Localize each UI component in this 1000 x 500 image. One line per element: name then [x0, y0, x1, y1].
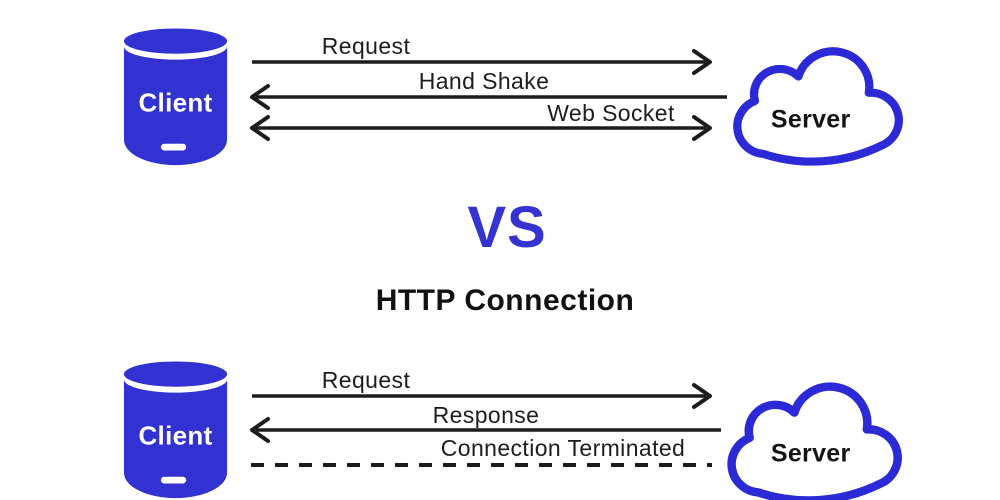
client-label: Client — [138, 420, 213, 451]
websocket-client-node: Client — [122, 27, 229, 168]
http-server-node: Server — [722, 377, 903, 500]
client-label: Client — [138, 87, 213, 118]
websocket-server-node: Server — [728, 42, 904, 166]
http-request-label: Request — [321, 367, 411, 393]
database-icon — [123, 361, 228, 499]
server-label: Server — [770, 439, 851, 468]
websocket-socket-label: Web Socket — [547, 100, 675, 126]
database-icon — [123, 28, 228, 166]
websocket-request-label: Request — [321, 33, 411, 59]
websocket-handshake-label: Hand Shake — [418, 68, 550, 94]
cloud-icon — [733, 47, 903, 166]
versus-label: VS — [467, 195, 547, 260]
http-connection-terminated-label: Connection Terminated — [440, 435, 686, 461]
http-connection-title: HTTP Connection — [375, 284, 635, 317]
server-label: Server — [770, 105, 851, 134]
cloud-icon — [727, 382, 902, 500]
http-response-label: Response — [432, 402, 540, 428]
http-client-node: Client — [122, 360, 229, 500]
